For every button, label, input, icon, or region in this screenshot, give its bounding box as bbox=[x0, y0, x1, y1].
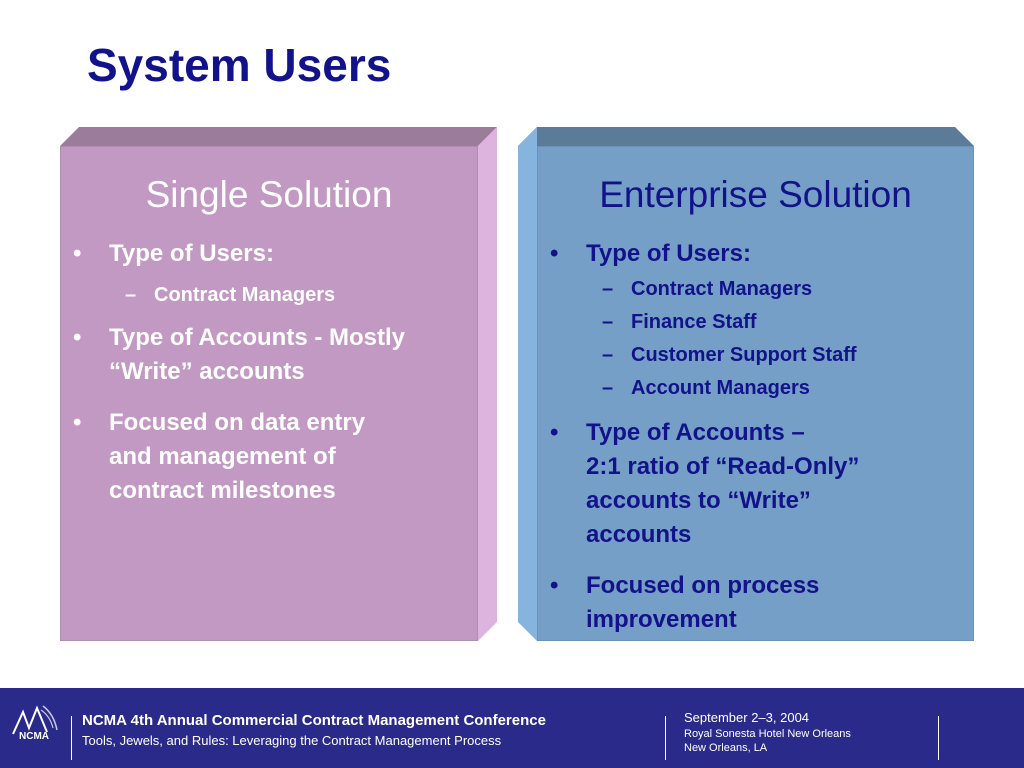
bullet-text-line: and management of bbox=[109, 443, 336, 470]
sub-item-text: Contract Managers bbox=[154, 284, 336, 306]
sub-list: – Contract Managers bbox=[109, 279, 471, 312]
dash-marker: – bbox=[602, 344, 614, 366]
dash-marker: – bbox=[125, 284, 137, 306]
footer-bar: NCMA NCMA 4th Annual Commercial Contract… bbox=[0, 688, 1024, 768]
footer-divider bbox=[938, 716, 939, 760]
panel-side-face bbox=[478, 127, 497, 641]
sub-item: – Contract Managers bbox=[109, 279, 471, 312]
enterprise-solution-panel: Enterprise Solution • Type of Users: – C… bbox=[518, 127, 974, 641]
conference-city: New Orleans, LA bbox=[684, 742, 768, 754]
panel-top-face bbox=[518, 127, 974, 146]
conference-title: NCMA 4th Annual Commercial Contract Mana… bbox=[82, 712, 546, 729]
ncma-logo: NCMA bbox=[7, 702, 61, 742]
bullet-item: • Type of Accounts – 2:1 ratio of “Read-… bbox=[538, 416, 968, 552]
bullet-marker: • bbox=[550, 572, 559, 599]
bullet-text-line: Focused on process bbox=[586, 572, 820, 599]
footer-divider bbox=[665, 716, 666, 760]
dash-marker: – bbox=[602, 311, 614, 333]
enterprise-solution-bullets: • Type of Users: – Contract Managers – F… bbox=[538, 237, 968, 654]
single-solution-panel: Single Solution • Type of Users: – Contr… bbox=[60, 127, 497, 641]
sub-item: – Account Managers bbox=[586, 372, 968, 405]
sub-item-text: Account Managers bbox=[631, 377, 810, 399]
sub-item: – Contract Managers bbox=[586, 273, 968, 306]
bullet-text-line: 2:1 ratio of “Read-Only” bbox=[586, 453, 860, 480]
slide-title: System Users bbox=[87, 39, 392, 91]
sub-item-text: Contract Managers bbox=[631, 278, 813, 300]
bullet-marker: • bbox=[73, 324, 82, 351]
bullet-text-line: contract milestones bbox=[109, 477, 336, 504]
bullet-marker: • bbox=[73, 240, 82, 267]
sub-item: – Finance Staff bbox=[586, 306, 968, 339]
bullet-marker: • bbox=[550, 240, 559, 267]
conference-subtitle: Tools, Jewels, and Rules: Leveraging the… bbox=[82, 733, 502, 748]
sub-list: – Contract Managers – Finance Staff – Cu… bbox=[586, 273, 968, 405]
bullet-item: • Focused on process improvement bbox=[538, 569, 968, 637]
bullet-text: Type of Users: bbox=[109, 240, 274, 267]
sub-item-text: Finance Staff bbox=[631, 311, 757, 333]
sub-item-text: Customer Support Staff bbox=[631, 344, 857, 366]
bullet-text-line: accounts bbox=[586, 521, 692, 548]
bullet-text-line: Focused on data entry bbox=[109, 409, 366, 436]
bullet-item: • Type of Accounts - Mostly “Write” acco… bbox=[61, 321, 471, 389]
bullet-item: • Focused on data entry and management o… bbox=[61, 406, 471, 508]
bullet-text-line: “Write” accounts bbox=[109, 358, 305, 385]
sub-item: – Customer Support Staff bbox=[586, 339, 968, 372]
enterprise-solution-heading: Enterprise Solution bbox=[599, 174, 912, 215]
bullet-text-line: improvement bbox=[586, 606, 737, 633]
bullet-text-line: Type of Accounts - Mostly bbox=[109, 324, 406, 351]
bullet-marker: • bbox=[550, 419, 559, 446]
bullet-text: Type of Users: bbox=[586, 240, 751, 267]
panel-top-face bbox=[60, 127, 497, 146]
bullet-text-line: accounts to “Write” bbox=[586, 487, 811, 514]
bullet-item: • Type of Users: – Contract Managers – F… bbox=[538, 237, 968, 405]
single-solution-heading: Single Solution bbox=[145, 174, 393, 215]
footer-divider bbox=[71, 716, 72, 760]
panel-front-face: Enterprise Solution • Type of Users: – C… bbox=[537, 146, 974, 641]
dash-marker: – bbox=[602, 278, 614, 300]
panel-side-face bbox=[518, 127, 537, 641]
bullet-marker: • bbox=[73, 409, 82, 436]
logo-text: NCMA bbox=[19, 731, 49, 742]
bullet-text-line: Type of Accounts – bbox=[586, 419, 805, 446]
bullet-item: • Type of Users: – Contract Managers bbox=[61, 237, 471, 312]
panel-front-face: Single Solution • Type of Users: – Contr… bbox=[60, 146, 478, 641]
conference-venue: Royal Sonesta Hotel New Orleans bbox=[684, 728, 851, 740]
conference-date: September 2–3, 2004 bbox=[684, 710, 810, 725]
dash-marker: – bbox=[602, 377, 614, 399]
single-solution-bullets: • Type of Users: – Contract Managers • T… bbox=[61, 237, 471, 525]
